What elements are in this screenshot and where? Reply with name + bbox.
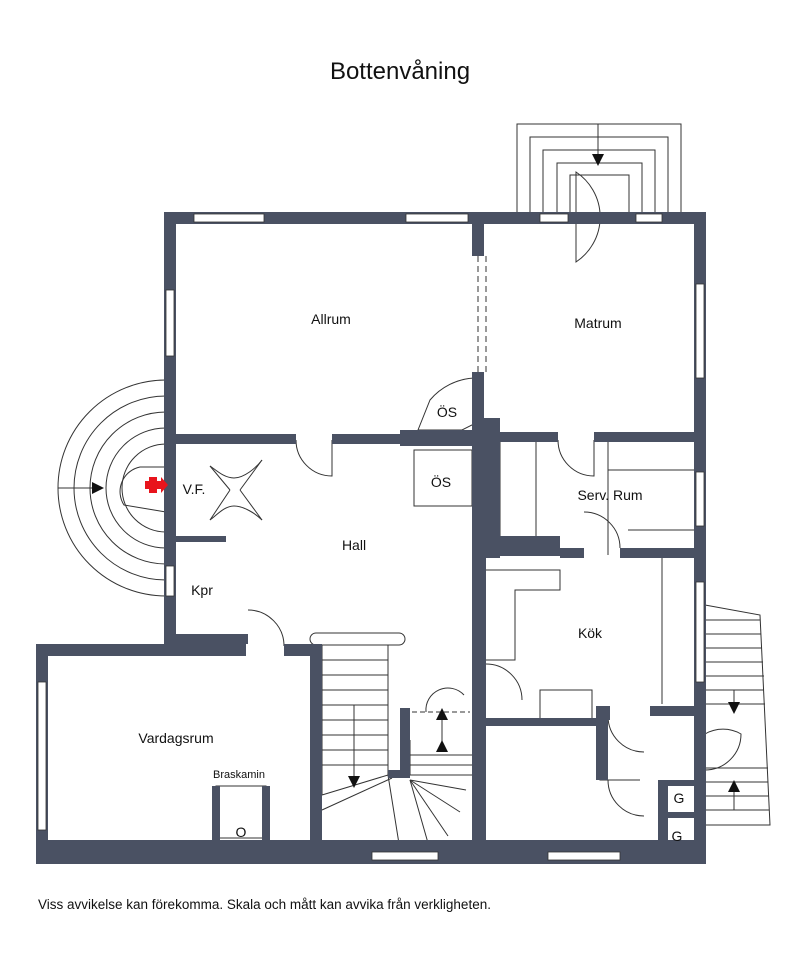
windows: [37, 213, 705, 861]
room-label-g2: G: [672, 828, 683, 844]
room-label-g1: G: [674, 790, 685, 806]
direction-arrows: [92, 154, 740, 792]
walls: [36, 212, 706, 864]
arrow-up-icon: [728, 780, 740, 792]
arrow-up-icon: [436, 708, 448, 720]
room-label-os-lower: ÖS: [431, 473, 451, 490]
label-kamin-o: O: [236, 824, 247, 840]
room-label-matrum: Matrum: [574, 315, 621, 331]
room-label-vardagsrum: Vardagsrum: [138, 730, 213, 746]
room-label-os-upper: ÖS: [437, 403, 457, 420]
door-swings: [176, 171, 742, 817]
room-label-hall: Hall: [342, 537, 366, 553]
arrow-down-icon: [348, 776, 360, 788]
room-label-allrum: Allrum: [311, 311, 351, 327]
room-label-kok: Kök: [578, 625, 603, 641]
arrow-right-icon: [92, 482, 104, 494]
red-cross-entry-icon: [145, 477, 168, 493]
arrow-up-icon: [436, 740, 448, 752]
top-entry-steps: [516, 123, 682, 212]
room-label-serv-rum: Serv. Rum: [577, 487, 642, 503]
arrow-down-icon: [728, 702, 740, 714]
room-label-kpr: Kpr: [191, 582, 213, 598]
interior-fixtures: [413, 256, 694, 781]
right-side-steps: [704, 604, 771, 826]
disclaimer-text: Viss avvikelse kan förekomma. Skala och …: [38, 897, 491, 912]
room-label-vf: V.F.: [183, 481, 206, 497]
label-braskamin: Braskamin: [213, 769, 265, 781]
arrow-down-icon: [592, 154, 604, 166]
left-round-steps: [57, 379, 167, 597]
plan-title: Bottenvåning: [329, 58, 471, 85]
main-staircase: [309, 632, 479, 852]
